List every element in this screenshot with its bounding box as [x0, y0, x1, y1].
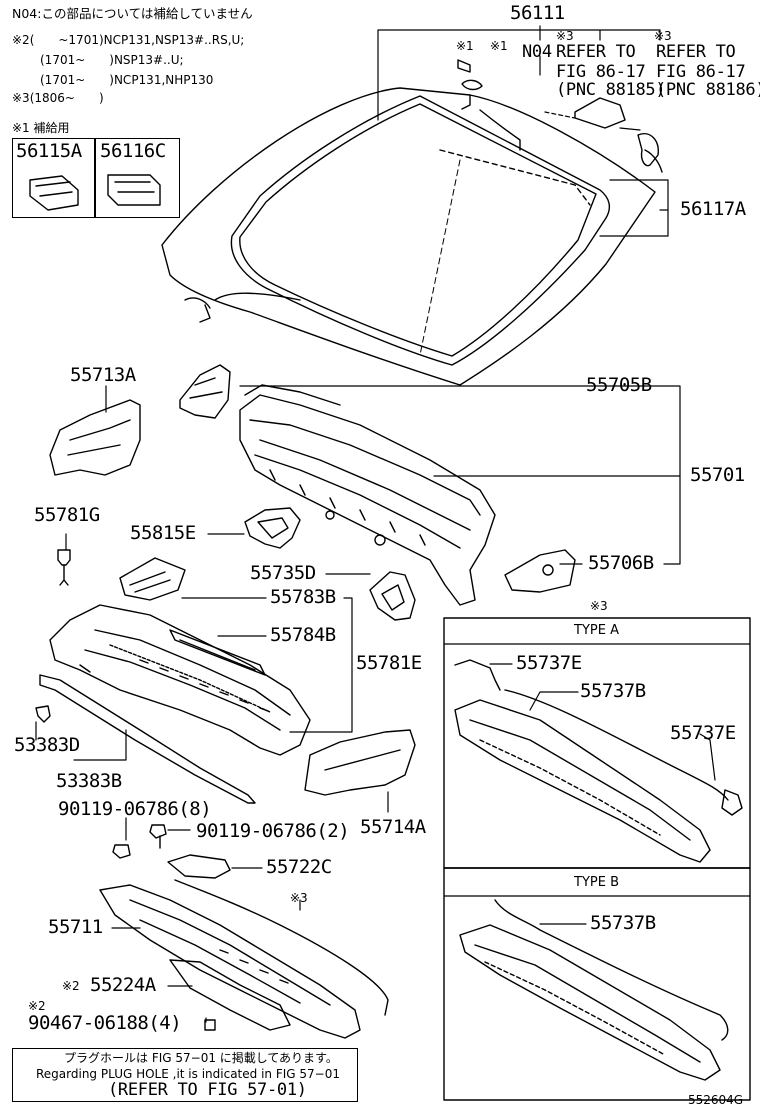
footer-note-en: Regarding PLUG HOLE ,it is indicated in … — [36, 1067, 340, 1081]
part-label-55224A: 55224A — [90, 974, 156, 996]
note-n04-not-supplied: N04:この部品については補給していません — [12, 6, 253, 21]
part-label-55783B: 55783B — [270, 586, 336, 608]
clip-bracket-drawings — [574, 97, 663, 173]
cowl-louver-drawing — [49, 557, 311, 756]
part-label-55705B: 55705B — [586, 374, 652, 396]
windshield-glass-drawing — [161, 59, 656, 386]
leader-lines-top — [377, 25, 669, 237]
side-bracket-left-drawing — [179, 364, 231, 419]
ref-a-line2: FIG 86-17 — [556, 62, 646, 82]
note-k3-applicability: ※3(1806~ ) — [12, 91, 104, 105]
part-label-56116C: 56116C — [100, 140, 166, 162]
leader-lines-parts — [35, 385, 681, 1023]
part-label-55722C: 55722C — [266, 856, 332, 878]
mark-k2-bolt: ※2 — [28, 999, 46, 1013]
part-label-55714A: 55714A — [360, 816, 426, 838]
cowl-top-panel-drawing — [239, 384, 496, 606]
clip-55781G-drawing — [57, 549, 71, 586]
ref-b-line3: (PNC 88186) — [656, 80, 760, 100]
mark-k3-lower: ※3 — [290, 891, 308, 905]
type-a-label: TYPE A — [574, 623, 619, 638]
part-label-56117A: 56117A — [680, 198, 746, 220]
ref-a-line3: (PNC 88185) — [556, 80, 666, 100]
type-a-wiring-drawing — [454, 659, 743, 863]
supply-part-drawings — [29, 174, 161, 211]
part-label-55815E: 55815E — [130, 522, 196, 544]
part-label-56111: 56111 — [510, 2, 565, 24]
side-panel-left-drawing — [49, 399, 141, 476]
part-label-55784B: 55784B — [270, 624, 336, 646]
seal-55815E-drawing — [244, 507, 301, 549]
ref-b-line2: FIG 86-17 — [656, 62, 746, 82]
part-label-56115A: 56115A — [16, 140, 82, 162]
diagram-id: 552604G — [688, 1093, 744, 1107]
cowl-panel-lower-drawing — [99, 879, 389, 1039]
part-label-90119-2: 90119-06786(2) — [196, 820, 350, 842]
footer-refer-link[interactable]: (REFER TO FIG 57-01) — [108, 1080, 307, 1100]
mark-k3-b: ※3 — [654, 29, 672, 43]
supply-cell-right — [94, 138, 180, 218]
mark-k3-type: ※3 — [590, 599, 608, 613]
mark-k3-a: ※3 — [556, 29, 574, 43]
note-k2-applicability-2: (1701~ )NSP13#..U; — [40, 53, 184, 67]
supply-cell-left — [12, 138, 96, 218]
type-leader-lines — [489, 663, 716, 925]
seal-55224A-drawing — [169, 959, 291, 1031]
ref-b-line1: REFER TO — [656, 42, 736, 62]
part-label-55781E: 55781E — [356, 652, 422, 674]
part-label-55781G: 55781G — [34, 504, 100, 526]
mark-n04: N04 — [522, 42, 552, 62]
type-b-label: TYPE B — [574, 875, 619, 890]
part-label-53383B: 53383B — [56, 770, 122, 792]
mark-k1-a: ※1 — [456, 39, 474, 53]
note-k2-applicability-1: ※2( ~1701)NCP131,NSP13#..RS,U; — [12, 33, 245, 47]
seal-55735D-drawing — [369, 571, 416, 621]
part-label-55711: 55711 — [48, 916, 103, 938]
part-label-55737B-b: 55737B — [590, 912, 656, 934]
mark-k1-b: ※1 — [490, 39, 508, 53]
side-panel-right-drawing — [304, 729, 416, 796]
side-bracket-right-drawing — [504, 549, 576, 593]
mark-k2-seal: ※2 — [62, 979, 80, 993]
part-label-55737E-b: 55737E — [670, 722, 736, 744]
part-label-90467: 90467-06188(4) — [28, 1012, 182, 1034]
screw-drawings — [112, 824, 167, 859]
type-b-frame — [443, 867, 751, 1101]
ref-a-line1: REFER TO — [556, 42, 636, 62]
part-label-90119-8: 90119-06786(8) — [58, 798, 212, 820]
part-label-55737E-a: 55737E — [516, 652, 582, 674]
part-label-55737B-a: 55737B — [580, 680, 646, 702]
part-label-55701: 55701 — [690, 464, 745, 486]
part-label-55706B: 55706B — [588, 552, 654, 574]
bracket-55722C-drawing — [167, 854, 231, 879]
weatherstrip-53383B-drawing — [35, 674, 256, 804]
part-label-55713A: 55713A — [70, 364, 136, 386]
part-label-53383D: 53383D — [14, 734, 80, 756]
type-b-wiring-drawing — [459, 899, 729, 1081]
footer-note-jp: プラグホールは FIG 57−01 に掲載してあります。 — [64, 1051, 338, 1065]
part-label-55735D: 55735D — [250, 562, 316, 584]
note-k2-applicability-3: (1701~ )NCP131,NHP130 — [40, 73, 214, 87]
plug-hole-note-box — [12, 1048, 358, 1102]
note-k1-supply: ※1 補給用 — [12, 121, 70, 135]
